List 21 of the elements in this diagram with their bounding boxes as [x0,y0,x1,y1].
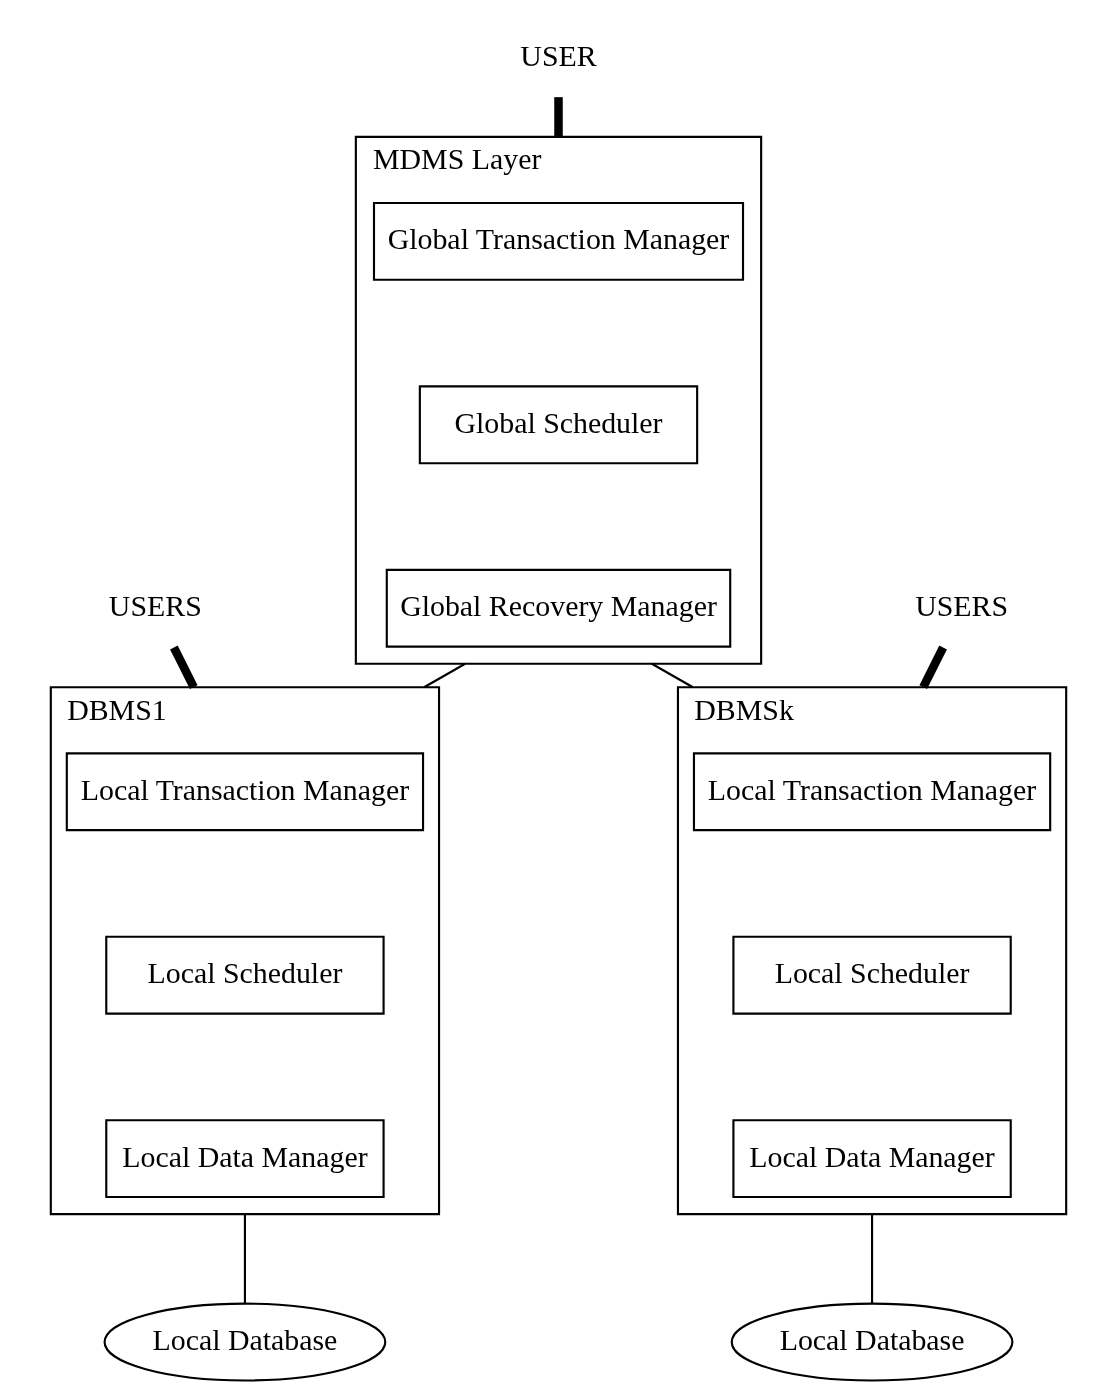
node-ellipse: Local Database [730,1302,1014,1382]
node-box: Local Transaction Manager [692,752,1052,832]
connector [919,645,947,690]
connector [170,645,198,690]
connector [423,662,466,689]
node-box: Local Data Manager [732,1119,1012,1199]
node-text: USERS [915,589,1009,623]
node-box: Global Transaction Manager [372,201,745,281]
node-text: USER [520,38,597,72]
node-box: Global Recovery Manager [385,568,732,648]
node-box: Local Scheduler [732,935,1012,1015]
node-box: Local Data Manager [105,1119,385,1199]
connector [871,1214,874,1304]
connector [554,97,563,137]
node-box: Local Scheduler [105,935,385,1015]
connector [243,1214,246,1304]
node-box: Local Transaction Manager [65,752,425,832]
node-box: Global Scheduler [418,385,699,465]
node-text: USERS [108,589,202,623]
connector [651,662,694,689]
node-ellipse: Local Database [103,1302,387,1382]
